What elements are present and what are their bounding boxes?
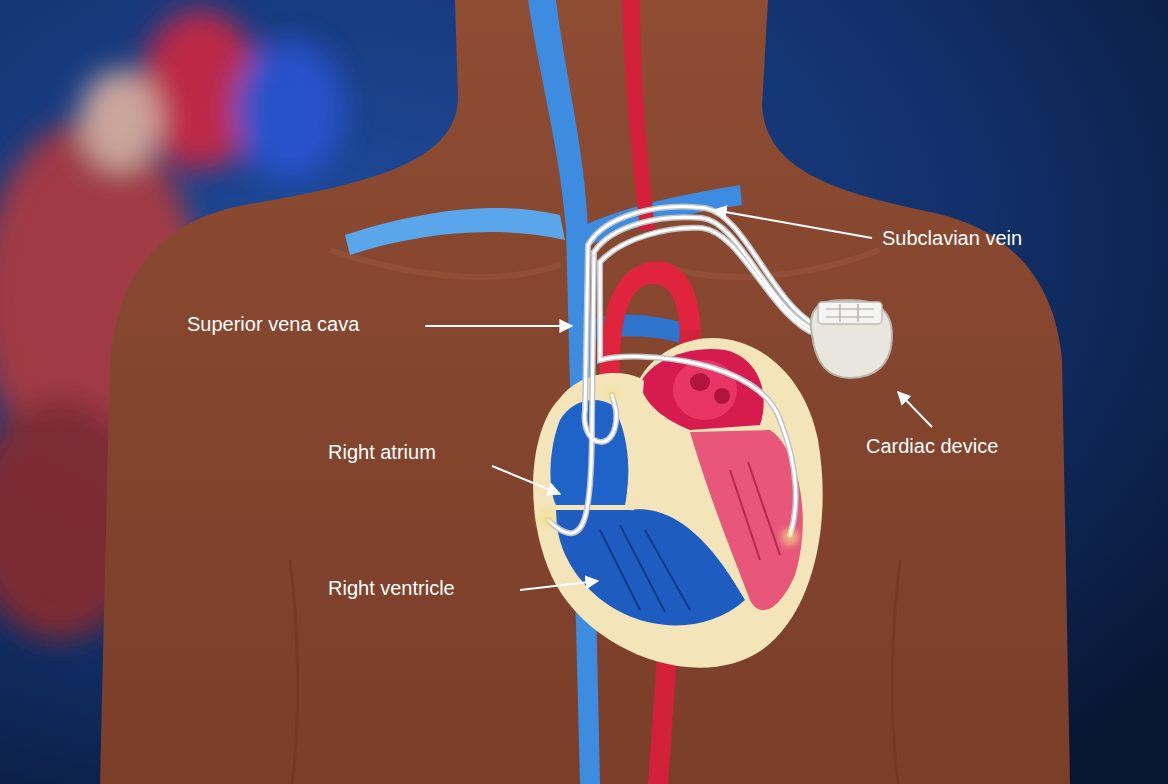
part-label: Right ventricle xyxy=(328,576,455,600)
arm-contour xyxy=(290,560,298,784)
arm-contour xyxy=(892,560,900,784)
pacing-leads xyxy=(537,207,818,546)
part-label: Superior vena cava xyxy=(187,312,359,336)
part-label: Right atrium xyxy=(328,440,436,464)
leader-line xyxy=(492,466,560,494)
part-label: Cardiac device xyxy=(866,434,998,458)
cardiac-device xyxy=(811,300,892,378)
torso xyxy=(100,0,1070,784)
leader-line xyxy=(898,392,932,427)
part-label: Subclavian vein xyxy=(882,226,1022,250)
leader-line xyxy=(520,581,598,590)
leader-lines xyxy=(425,210,932,590)
leader-line xyxy=(425,325,572,327)
leader-line xyxy=(714,210,872,238)
heart xyxy=(533,338,823,668)
